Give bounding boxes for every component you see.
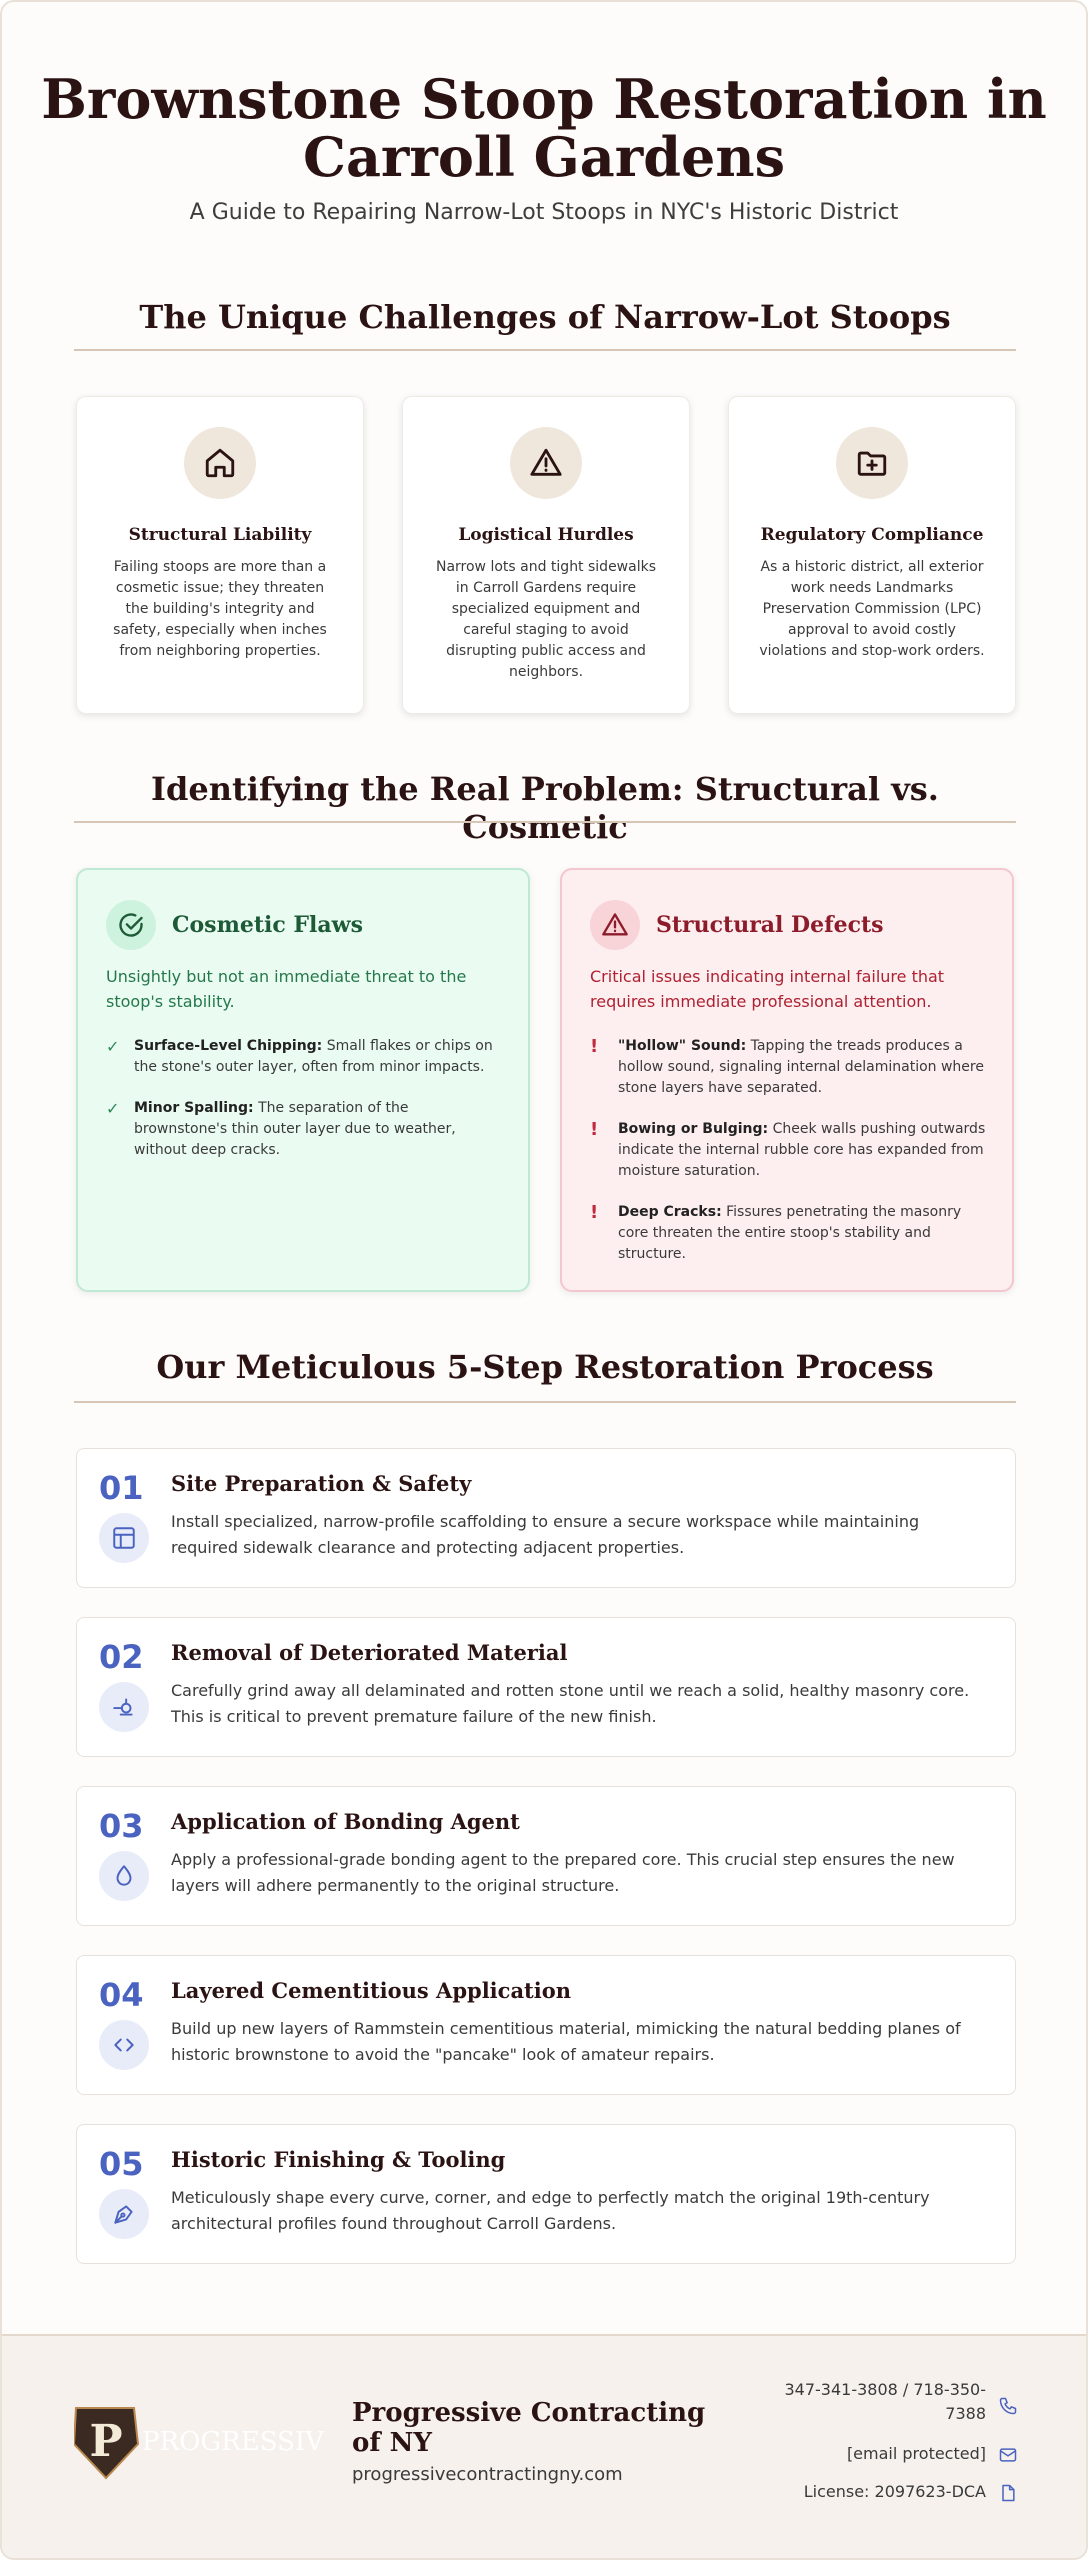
email-text: [email protected] — [846, 2444, 986, 2463]
step-number: 01 — [99, 1469, 144, 1507]
check-icon: ✓ — [106, 1099, 120, 1118]
company-logo: P PROGRESSIVE — [72, 2404, 343, 2480]
logo-initial: P — [89, 2416, 122, 2467]
section-divider — [74, 821, 1016, 823]
challenge-card-regulatory-compliance: Regulatory Compliance As a historic dist… — [728, 396, 1016, 714]
step-card-5: 05 Historic Finishing & Tooling Meticulo… — [76, 2124, 1016, 2264]
page-subtitle: A Guide to Repairing Narrow-Lot Stoops i… — [189, 200, 899, 225]
list-item: ! "Hollow" Sound: Tapping the treads pro… — [590, 1036, 990, 1099]
phone-text: 347-341-3808 / 718-350- — [784, 2380, 986, 2399]
step-text: Carefully grind away all delaminated and… — [171, 1681, 970, 1726]
challenge-title: Regulatory Compliance — [760, 525, 984, 545]
item-label: Deep Cracks: — [618, 1204, 722, 1220]
panel-title: Structural Defects — [656, 912, 884, 938]
item-text: Cheek walls pushing outwards indicate th… — [618, 1121, 986, 1179]
panel-title: Cosmetic Flaws — [172, 912, 363, 938]
challenge-card-structural-liability: Structural Liability Failing stoops are … — [76, 396, 364, 714]
structural-defects-panel: Structural Defects Critical issues indic… — [560, 868, 1014, 1292]
step-number: 02 — [99, 1638, 144, 1676]
check-circle-icon — [106, 900, 156, 950]
step-card-3: 03 Application of Bonding Agent Apply a … — [76, 1786, 1016, 1926]
license-text: License: 2097623-DCA — [803, 2482, 986, 2501]
structural-list: ! "Hollow" Sound: Tapping the treads pro… — [590, 1036, 990, 1285]
item-label: Surface-Level Chipping: — [134, 1038, 323, 1054]
title-line-2: Carroll Gardens — [302, 125, 786, 189]
title-line-1: Brownstone Stoop Restoration in — [41, 67, 1047, 131]
phone-text-cont: 7388 — [945, 2404, 986, 2423]
step-title: Historic Finishing & Tooling — [171, 2147, 506, 2172]
step-number: 05 — [99, 2145, 144, 2183]
challenge-card-logistical-hurdles: Logistical Hurdles Narrow lots and tight… — [402, 396, 690, 714]
section-divider — [74, 1401, 1016, 1403]
grinder-icon — [99, 1682, 149, 1732]
list-item: ✓ Surface-Level Chipping: Small flakes o… — [106, 1036, 506, 1078]
step-title: Application of Bonding Agent — [171, 1809, 520, 1834]
step-text: Apply a professional-grade bonding agent… — [171, 1850, 955, 1895]
mail-icon — [999, 2448, 1017, 2462]
email-contact[interactable]: [email protected] — [847, 2442, 1018, 2466]
home-icon — [184, 427, 256, 499]
phone-contact[interactable]: 347-341-3808 / 718-350- 7388 — [784, 2378, 1018, 2426]
license-info: License: 2097623-DCA — [804, 2480, 1018, 2504]
challenge-text: Failing stoops are more than a cosmetic … — [113, 559, 327, 659]
item-text: Small flakes or chips on the stone's out… — [134, 1038, 493, 1075]
company-website[interactable]: progressivecontractingny.com — [352, 2464, 623, 2485]
alert-triangle-icon — [590, 900, 640, 950]
item-text: The separation of the brownstone's thin … — [134, 1100, 456, 1158]
challenge-text: Narrow lots and tight sidewalks in Carro… — [435, 559, 657, 680]
folder-plus-icon — [836, 427, 908, 499]
logo-word: PROGRESSIVE — [142, 2427, 324, 2457]
page-title: Brownstone Stoop Restoration in Carroll … — [2, 70, 1086, 186]
code-brackets-icon — [99, 2020, 149, 2070]
exclamation-icon: ! — [590, 1202, 599, 1223]
list-item: ! Bowing or Bulging: Cheek walls pushing… — [590, 1119, 990, 1182]
droplet-icon — [99, 1851, 149, 1901]
process-heading: Our Meticulous 5-Step Restoration Proces… — [156, 1348, 934, 1386]
challenge-title: Structural Liability — [128, 525, 312, 545]
step-number: 04 — [99, 1976, 144, 2014]
step-card-1: 01 Site Preparation & Safety Install spe… — [76, 1448, 1016, 1588]
section-divider — [74, 349, 1016, 351]
footer: P PROGRESSIVE Progressive Contracting of… — [2, 2334, 1086, 2558]
exclamation-icon: ! — [590, 1036, 599, 1057]
challenge-title: Logistical Hurdles — [458, 525, 634, 545]
item-label: Bowing or Bulging: — [618, 1121, 769, 1137]
company-name: Progressive Contracting of NY — [352, 2398, 706, 2458]
challenges-heading: The Unique Challenges of Narrow-Lot Stoo… — [139, 298, 951, 336]
challenge-text: As a historic district, all exterior wor… — [759, 559, 985, 659]
list-item: ! Deep Cracks: Fissures penetrating the … — [590, 1202, 990, 1265]
step-text: Build up new layers of Rammstein cementi… — [171, 2019, 961, 2064]
step-title: Site Preparation & Safety — [171, 1471, 472, 1496]
step-card-2: 02 Removal of Deteriorated Material Care… — [76, 1617, 1016, 1757]
cosmetic-flaws-panel: Cosmetic Flaws Unsightly but not an imme… — [76, 868, 530, 1292]
item-label: "Hollow" Sound: — [618, 1038, 747, 1054]
item-label: Minor Spalling: — [134, 1100, 254, 1116]
step-title: Removal of Deteriorated Material — [171, 1640, 568, 1665]
step-card-4: 04 Layered Cementitious Application Buil… — [76, 1955, 1016, 2095]
panel-description: Unsightly but not an immediate threat to… — [106, 967, 467, 1011]
exclamation-icon: ! — [590, 1119, 599, 1140]
list-item: ✓ Minor Spalling: The separation of the … — [106, 1098, 506, 1161]
item-text: Tapping the treads produces a hollow sou… — [618, 1038, 984, 1096]
pen-tool-icon — [99, 2189, 149, 2239]
phone-icon — [999, 2397, 1017, 2415]
step-text: Meticulously shape every curve, corner, … — [171, 2188, 930, 2233]
step-title: Layered Cementitious Application — [171, 1978, 572, 2003]
panel-description: Critical issues indicating internal fail… — [590, 967, 945, 1011]
item-text: Fissures penetrating the masonry core th… — [618, 1204, 962, 1262]
warning-icon — [510, 427, 582, 499]
problem-heading: Identifying the Real Problem: Structural… — [151, 770, 939, 846]
layout-icon — [99, 1513, 149, 1563]
step-text: Install specialized, narrow-profile scaf… — [171, 1512, 920, 1557]
check-icon: ✓ — [106, 1037, 120, 1056]
step-number: 03 — [99, 1807, 144, 1845]
document-icon — [1002, 2484, 1015, 2502]
cosmetic-list: ✓ Surface-Level Chipping: Small flakes o… — [106, 1036, 506, 1181]
